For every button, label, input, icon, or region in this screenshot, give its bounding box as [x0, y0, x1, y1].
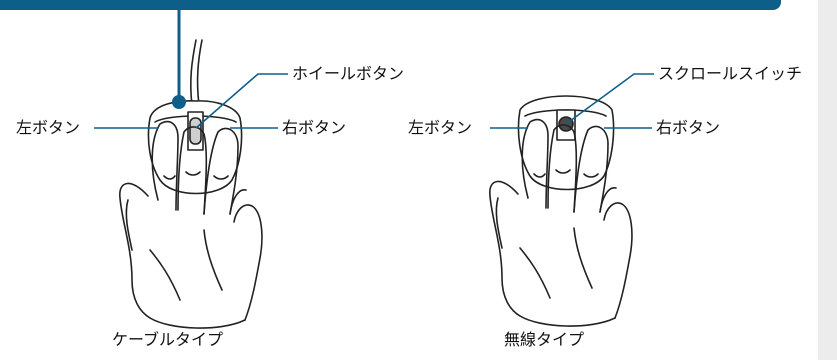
wireless-scroll-switch-leader: [565, 73, 654, 125]
wireless-type-caption: 無線タイプ: [504, 330, 585, 349]
cable-pointer-dot: [172, 95, 186, 109]
wireless-scroll-switch-label: スクロールスイッチ: [658, 64, 803, 83]
cable-type-caption: ケーブルタイプ: [112, 330, 224, 349]
cable-left-button-label: 左ボタン: [16, 118, 81, 137]
wireless-mouse-illustration: [489, 95, 633, 327]
cable-right-button-label: 右ボタン: [282, 118, 347, 137]
right-side-strip: [818, 0, 837, 360]
cable-wheel-button-leader: [195, 73, 288, 129]
cable-mouse-illustration: [119, 39, 263, 329]
wireless-right-button-label: 右ボタン: [656, 118, 721, 137]
top-banner: [0, 0, 781, 10]
cable-wheel-button-label: ホイールボタン: [292, 64, 405, 83]
wireless-left-button-label: 左ボタン: [408, 118, 473, 137]
